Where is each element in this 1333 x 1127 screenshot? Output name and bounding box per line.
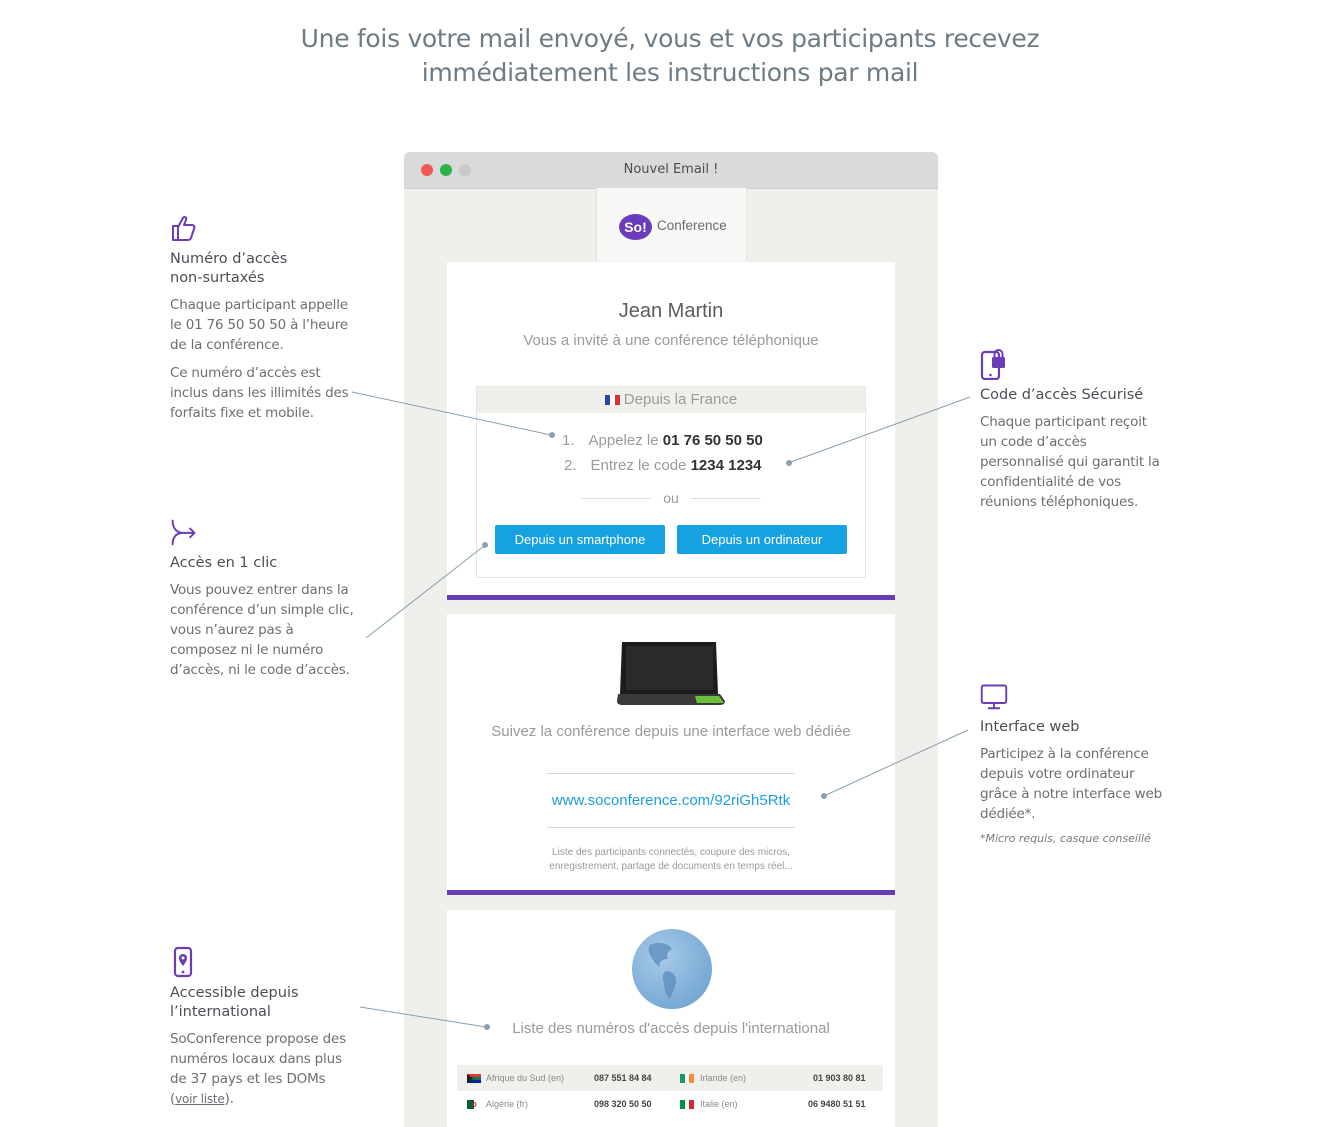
purple-separator-2 xyxy=(447,890,895,895)
phone-location-icon xyxy=(173,946,193,978)
monitor-icon xyxy=(980,684,1008,710)
international-card: Liste des numéros d'accès depuis l'inter… xyxy=(447,910,895,1127)
web-interface-description: Liste des participants connectés, coupur… xyxy=(549,847,793,872)
smartphone-button[interactable]: Depuis un smartphone xyxy=(495,525,665,554)
divider-right xyxy=(691,498,761,499)
logo-badge: So! xyxy=(619,214,652,240)
url-divider-bottom xyxy=(547,827,795,828)
feature-web-note: *Micro requis, casque conseillé xyxy=(980,832,1151,845)
close-dot-icon[interactable] xyxy=(421,164,433,176)
globe-image xyxy=(632,929,712,1009)
host-name: Jean Martin xyxy=(618,300,724,322)
feature-clic-title: Accès en 1 clic xyxy=(170,555,278,571)
web-interface-title: Suivez la conférence depuis une interfac… xyxy=(491,723,851,740)
arrow-merge-icon xyxy=(171,519,196,546)
phone-lock-icon xyxy=(980,349,1005,380)
step-call: 1.Appelez le 01 76 50 50 50 xyxy=(562,432,763,449)
feature-code-title: Code d’accès Sécurisé xyxy=(980,387,1144,403)
feature-clic: Accès en 1 clic Vous pouvez entrer dans … xyxy=(170,516,355,688)
country-name: Algérie (fr) xyxy=(486,1099,529,1109)
purple-separator xyxy=(447,595,895,600)
logo-text: Conference xyxy=(657,218,727,233)
headline-line-1: Une fois votre mail envoyé, vous et vos … xyxy=(300,24,1040,53)
feature-web-text: Participez à la conférence depuis votre … xyxy=(980,746,1162,822)
feature-numero: Numéro d’accès non-surtaxés Chaque parti… xyxy=(170,212,355,431)
country-name: Italie (en) xyxy=(700,1099,738,1109)
computer-button[interactable]: Depuis un ordinateur xyxy=(677,525,847,554)
continents-icon xyxy=(648,942,676,999)
feature-web: Interface web Participez à la conférence… xyxy=(980,680,1165,845)
headline-line-2: immédiatement les instructions par mail xyxy=(421,58,919,87)
france-header: Depuis la France xyxy=(477,387,865,413)
feature-numero-text-1: Chaque participant appelle le 01 76 50 5… xyxy=(170,297,348,353)
international-numbers-table: Afrique du Sud (en) 087 551 84 84 Irland… xyxy=(457,1065,883,1117)
country-number: 087 551 84 84 xyxy=(594,1073,652,1083)
email-window: Nouvel Email ! So! Conference Jean Marti… xyxy=(404,152,938,1127)
step-code: 2.Entrez le code 1234 1234 xyxy=(564,457,762,474)
laptop-image xyxy=(617,642,725,705)
italy-flag-icon xyxy=(680,1100,694,1109)
conference-url-link[interactable]: www.soconference.com/92riGh5Rtk xyxy=(551,792,791,809)
access-code: 1234 1234 xyxy=(690,457,762,474)
algeria-flag-icon xyxy=(467,1100,481,1109)
voir-liste-link[interactable]: voir liste xyxy=(175,1092,225,1106)
invite-text: Vous a invité à une conférence téléphoni… xyxy=(523,332,819,349)
access-number: 01 76 50 50 50 xyxy=(662,432,763,449)
feature-code: Code d’accès Sécurisé Chaque participant… xyxy=(980,348,1165,520)
minimize-dot-icon[interactable] xyxy=(459,164,471,176)
france-access-box: Depuis la France 1.Appelez le 01 76 50 5… xyxy=(476,386,866,578)
or-separator: ou xyxy=(663,490,679,506)
france-flag-icon xyxy=(604,395,620,405)
country-number: 06 9480 51 51 xyxy=(808,1099,866,1109)
feature-international-title: Accessible depuis l’international xyxy=(170,985,299,1020)
table-row: Afrique du Sud (en) 087 551 84 84 Irland… xyxy=(457,1065,883,1091)
soconference-logo: So! Conference xyxy=(596,188,747,261)
zoom-dot-icon[interactable] xyxy=(440,164,452,176)
country-number: 01 903 80 81 xyxy=(813,1073,866,1083)
ireland-flag-icon xyxy=(680,1074,694,1083)
feature-web-title: Interface web xyxy=(980,719,1080,735)
country-name: Afrique du Sud (en) xyxy=(486,1073,565,1083)
url-divider-top xyxy=(547,773,795,774)
south-africa-flag-icon xyxy=(467,1074,481,1083)
divider-left xyxy=(581,498,651,499)
feature-numero-text-2: Ce numéro d’accès est inclus dans les il… xyxy=(170,365,349,421)
feature-international: Accessible depuis l’international SoConf… xyxy=(170,946,355,1117)
country-number: 098 320 50 50 xyxy=(594,1099,652,1109)
feature-clic-text: Vous pouvez entrer dans la conférence d’… xyxy=(170,582,354,678)
international-list-title: Liste des numéros d'accès depuis l'inter… xyxy=(512,1020,830,1037)
feature-international-text: SoConference propose des numéros locaux … xyxy=(170,1031,346,1107)
window-title: Nouvel Email ! xyxy=(623,162,719,177)
invitation-card: Jean Martin Vous a invité à une conféren… xyxy=(447,262,895,595)
page-headline: Une fois votre mail envoyé, vous et vos … xyxy=(0,22,1333,90)
country-name: Irlande (en) xyxy=(700,1073,747,1083)
table-row: Algérie (fr) 098 320 50 50 Italie (en) 0… xyxy=(457,1091,883,1117)
feature-numero-title: Numéro d’accès non-surtaxés xyxy=(170,251,288,286)
thumbs-up-icon xyxy=(172,215,196,241)
web-interface-card: Suivez la conférence depuis une interfac… xyxy=(447,614,895,890)
feature-code-text: Chaque participant reçoit un code d’accè… xyxy=(980,414,1160,510)
window-titlebar: Nouvel Email ! xyxy=(404,152,938,189)
